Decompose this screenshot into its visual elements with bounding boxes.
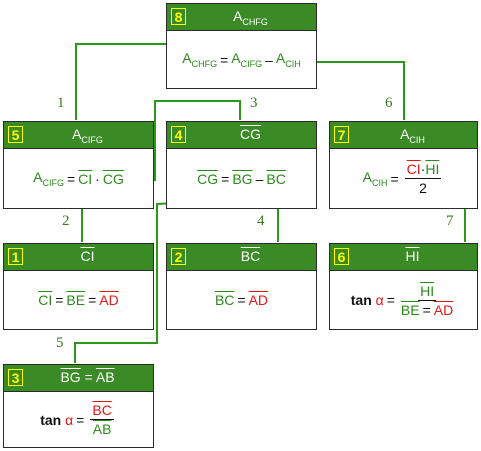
box-6-header: 6 HI (330, 244, 477, 271)
step-number-badge: 2 (171, 248, 186, 265)
box-2-bc: 2 BC BC = AD (166, 243, 317, 330)
box-5-formula: ACIFG = CI · CG (33, 169, 124, 188)
step-label-3: 3 (250, 95, 258, 111)
box-2-title: BC (240, 248, 261, 264)
box-7-a-cih: 7 ACIH ACIH = CI·HI 2 (329, 121, 478, 209)
step-label-2: 2 (62, 213, 70, 229)
box-5-a-cifg: 5 ACIFG ACIFG = CI · CG (3, 121, 154, 209)
box-4-title: CG (240, 126, 261, 142)
step-number-badge: 3 (8, 369, 23, 386)
step-number-badge: 8 (171, 8, 186, 25)
box-6-formula: tan α = HI BE=AD (350, 282, 454, 318)
box-8-formula: ACHFG = ACIFG – ACIH (182, 50, 301, 69)
box-3-header: 3 BG = AB (4, 365, 153, 392)
step-label-6: 6 (385, 95, 393, 111)
step-label-7: 7 (446, 213, 454, 229)
box-4-cg: 4 CG CG = BG – BC (166, 121, 317, 209)
box-1-title: CI (80, 248, 95, 264)
step-number-badge: 1 (8, 248, 23, 265)
box-8-a-chfg: 8 ACHFG ACHFG = ACIFG – ACIH (166, 3, 317, 89)
box-1-header: 1 CI (4, 244, 153, 271)
step-number-badge: 5 (8, 126, 23, 143)
step-number-badge: 7 (334, 126, 349, 143)
fraction: BC AB (90, 402, 114, 437)
connector-step-6 (312, 61, 405, 120)
step-number-badge: 4 (171, 126, 186, 143)
box-7-header: 7 ACIH (330, 122, 477, 149)
step-label-5: 5 (56, 335, 64, 351)
box-7-title: ACIH (400, 126, 425, 145)
box-6-hi: 6 HI tan α = HI BE=AD (329, 243, 478, 330)
box-5-title: ACIFG (72, 126, 103, 145)
box-3-formula: tan α = BC AB (40, 402, 114, 437)
box-6-title: HI (405, 248, 420, 264)
box-5-header: 5 ACIFG (4, 122, 153, 149)
box-2-header: 2 BC (167, 244, 316, 271)
box-4-formula: CG = BG – BC (197, 170, 286, 187)
box-8-title: ACHFG (233, 8, 268, 27)
step-number-badge: 6 (334, 248, 349, 265)
box-7-formula: ACIH = CI·HI 2 (362, 161, 442, 196)
box-3-title: BG = AB (60, 369, 115, 385)
step-label-4: 4 (257, 213, 265, 229)
box-2-formula: BC = AD (214, 292, 269, 308)
fraction: HI BE=AD (400, 282, 454, 318)
box-1-formula: CI = BE = AD (38, 292, 119, 308)
box-1-ci: 1 CI CI = BE = AD (3, 243, 154, 330)
box-8-header: 8 ACHFG (167, 4, 316, 31)
box-3-bg: 3 BG = AB tan α = BC AB (3, 364, 154, 448)
step-label-1: 1 (57, 95, 65, 111)
box-4-header: 4 CG (167, 122, 316, 149)
fraction: CI·HI 2 (404, 161, 442, 196)
